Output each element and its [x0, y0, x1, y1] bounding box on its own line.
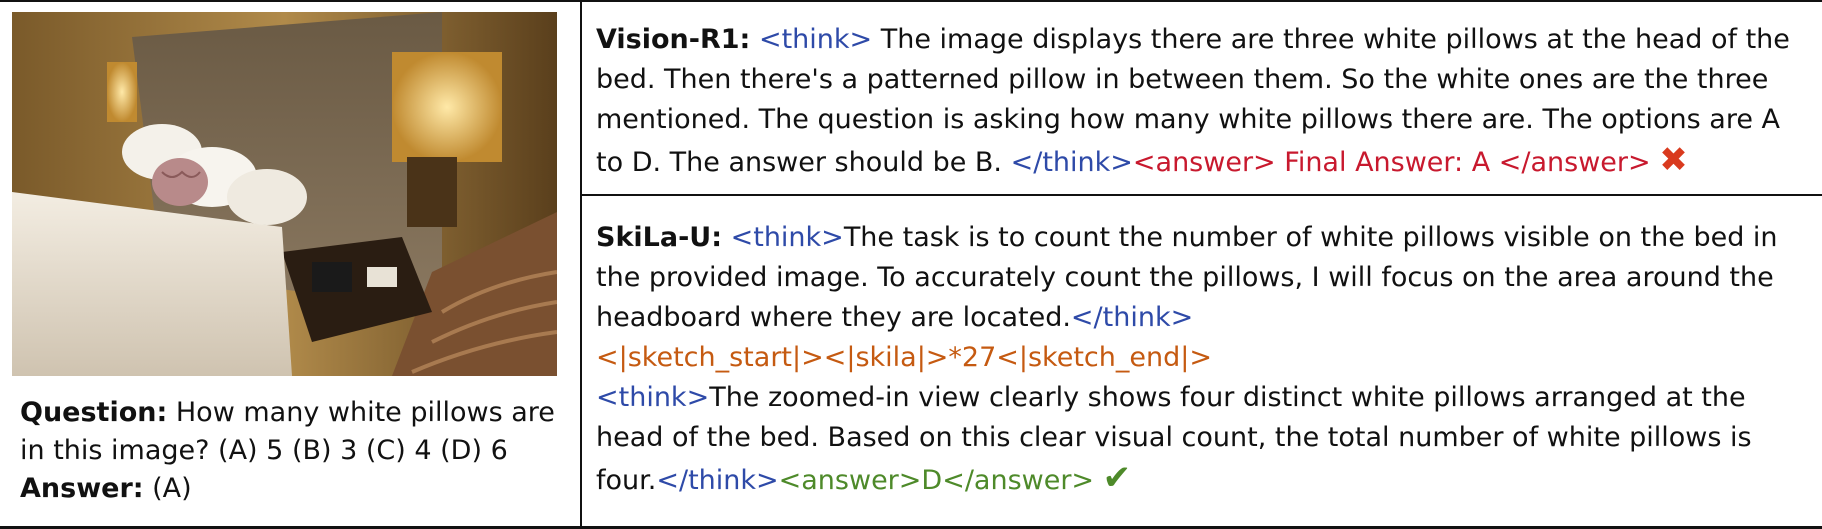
answer-label: Answer: — [20, 473, 144, 504]
think-close-tag: </think> — [656, 465, 779, 496]
skila-u-reasoning-2: The zoomed-in view clearly shows four di… — [596, 382, 1752, 496]
sketch-tokens: <|sketch_start|><|skila|>*27<|sketch_end… — [596, 342, 1212, 373]
vision-r1-answer: <answer> Final Answer: A </answer> — [1132, 147, 1651, 178]
vision-r1-panel: Vision-R1: <think> The image displays th… — [596, 20, 1810, 183]
correct-mark-icon: ✔ — [1102, 458, 1132, 498]
skila-u-panel: SkiLa-U: <think>The task is to count the… — [596, 218, 1810, 501]
think-close-tag: </think> — [1010, 147, 1133, 178]
think-open-tag: <think> — [596, 382, 710, 413]
wrong-mark-icon: ✖ — [1659, 140, 1688, 180]
vision-r1-reasoning: The image displays there are three white… — [596, 24, 1790, 178]
think-open-tag: <think> — [730, 222, 844, 253]
skila-u-answer: <answer>D</answer> — [778, 465, 1095, 496]
think-close-tag: </think> — [1070, 302, 1194, 333]
horizontal-divider — [582, 194, 1822, 196]
top-rule — [0, 0, 1822, 2]
hotel-room-illustration — [12, 12, 557, 376]
skila-u-label: SkiLa-U: — [596, 222, 723, 253]
vision-r1-label: Vision-R1: — [596, 24, 751, 55]
skila-u-reasoning-1: The task is to count the number of white… — [596, 222, 1778, 333]
think-open-tag: <think> — [758, 24, 873, 55]
hotel-room-photo — [12, 12, 557, 376]
question-text: How many white pillows are in this image… — [20, 397, 555, 466]
bottom-rule — [0, 526, 1822, 529]
answer-text: (A) — [143, 473, 192, 504]
question-label: Question: — [20, 397, 168, 428]
vertical-divider — [580, 0, 582, 527]
question-block: Question: How many white pillows are in … — [20, 394, 572, 508]
